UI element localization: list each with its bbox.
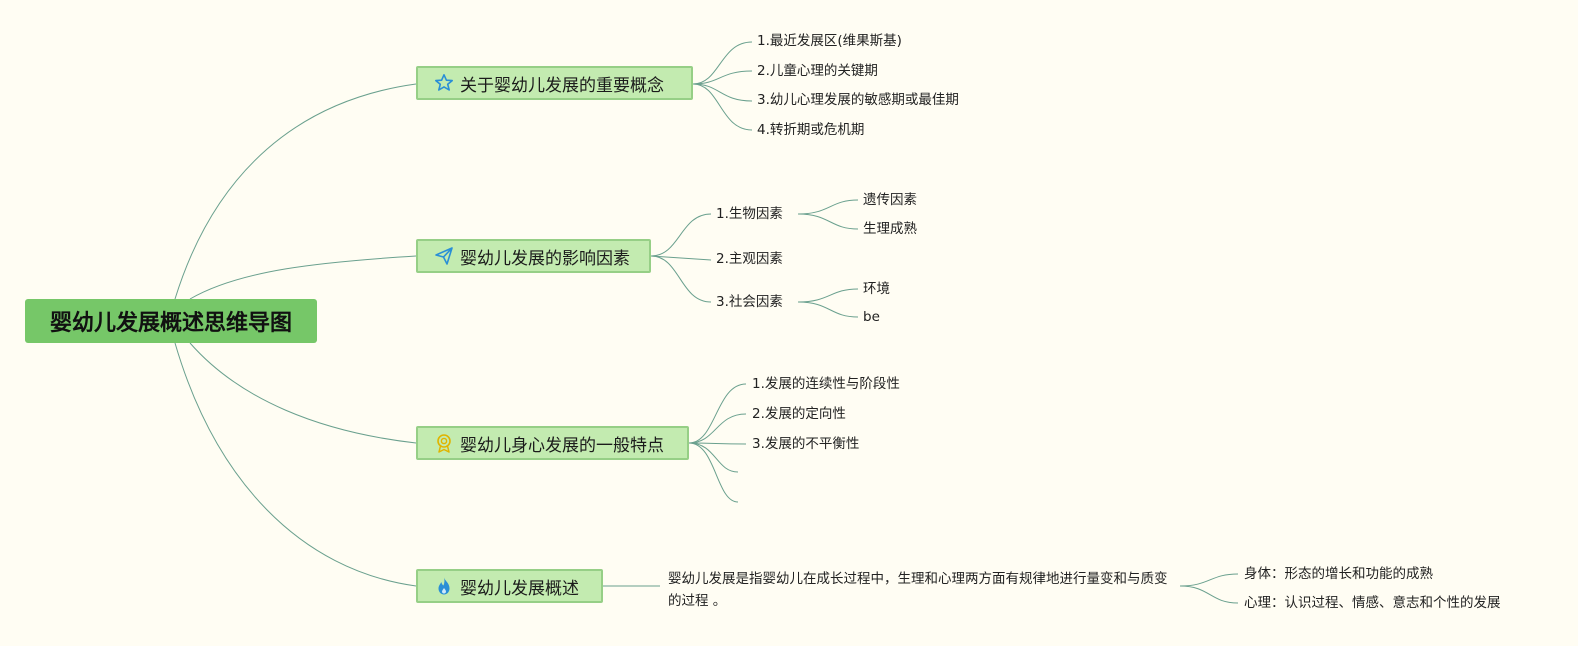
leaf-node[interactable]: 1.生物因素: [716, 206, 783, 222]
leaf-node[interactable]: 生理成熟: [863, 221, 917, 237]
leaf-node[interactable]: 1.最近发展区(维果斯基): [757, 33, 902, 49]
leaf-node[interactable]: 3.发展的不平衡性: [752, 436, 860, 452]
branch-overview[interactable]: 婴幼儿发展概述: [416, 569, 603, 603]
leaf-node[interactable]: 心理：认识过程、情感、意志和个性的发展: [1244, 595, 1501, 611]
leaf-node[interactable]: 2.发展的定向性: [752, 406, 846, 422]
branch-label: 婴幼儿身心发展的一般特点: [460, 435, 664, 456]
leaf-node[interactable]: 2.主观因素: [716, 251, 783, 267]
branch-key-concepts[interactable]: 关于婴幼儿发展的重要概念: [416, 66, 693, 100]
leaf-node[interactable]: 3.社会因素: [716, 294, 783, 310]
branch-label: 婴幼儿发展概述: [460, 578, 579, 599]
root-node[interactable]: 婴幼儿发展概述思维导图: [25, 299, 317, 343]
leaf-node[interactable]: 身体：形态的增长和功能的成熟: [1244, 566, 1433, 582]
leaf-node[interactable]: 3.幼儿心理发展的敏感期或最佳期: [757, 92, 959, 108]
leaf-node[interactable]: 环境: [863, 281, 890, 297]
branch-influencing-factors[interactable]: 婴幼儿发展的影响因素: [416, 239, 651, 273]
overview-description[interactable]: 婴幼儿发展是指婴幼儿在成长过程中，生理和心理两方面有规律地进行量变和与质变的过程…: [668, 571, 1168, 609]
flame-icon: [434, 576, 454, 596]
medal-icon: [434, 433, 454, 453]
branch-general-characteristics[interactable]: 婴幼儿身心发展的一般特点: [416, 426, 689, 460]
leaf-node[interactable]: 4.转折期或危机期: [757, 122, 865, 138]
star-icon: [434, 73, 454, 93]
branch-label: 关于婴幼儿发展的重要概念: [460, 75, 664, 96]
leaf-node[interactable]: 1.发展的连续性与阶段性: [752, 376, 900, 392]
leaf-node[interactable]: 2.儿童心理的关键期: [757, 63, 878, 79]
leaf-node[interactable]: 遗传因素: [863, 192, 917, 208]
paper-plane-icon: [434, 246, 454, 266]
branch-label: 婴幼儿发展的影响因素: [460, 248, 630, 269]
root-title: 婴幼儿发展概述思维导图: [49, 311, 292, 336]
leaf-node[interactable]: be: [863, 309, 880, 325]
